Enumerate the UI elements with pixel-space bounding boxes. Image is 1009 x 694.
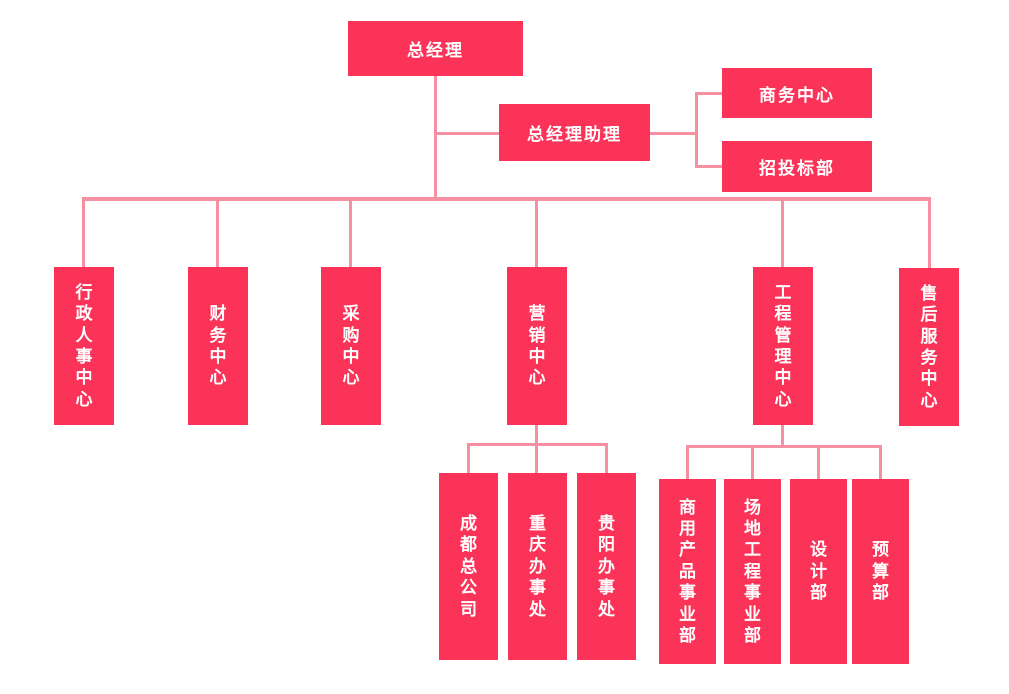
- node-business-center: 商务中心: [722, 68, 872, 118]
- node-commercial-products-division: 商用产品事业部: [659, 479, 716, 664]
- connector-drop-chengdu: [467, 443, 470, 473]
- node-after-sales-center: 售后服务中心: [899, 268, 959, 426]
- node-label: 成都总公司: [460, 513, 477, 619]
- connector-bidding-branch: [698, 165, 722, 168]
- connector-engineering-bracket: [686, 445, 882, 448]
- node-label: 预算部: [872, 540, 889, 603]
- connector-drop-admin-hr: [82, 201, 85, 267]
- node-bidding-dept: 招投标部: [722, 141, 872, 192]
- connector-drop-marketing: [535, 201, 538, 267]
- node-label: 场地工程事业部: [744, 497, 761, 646]
- node-label: 采购中心: [342, 304, 360, 388]
- node-site-engineering-division: 场地工程事业部: [724, 479, 781, 664]
- connector-drop-site-engineering: [751, 445, 754, 479]
- node-finance-center: 财务中心: [188, 267, 248, 425]
- node-label: 工程管理中心: [774, 282, 792, 409]
- connector-assistant-right: [650, 132, 698, 135]
- node-label: 招投标部: [759, 159, 835, 178]
- node-label: 售后服务中心: [920, 283, 938, 410]
- connector-engineering-trunk: [781, 425, 784, 448]
- connector-assistant-left: [434, 132, 499, 135]
- connector-gm-trunk: [434, 76, 437, 198]
- connector-drop-budget: [879, 445, 882, 479]
- node-label: 营销中心: [528, 304, 546, 388]
- node-label: 商务中心: [759, 85, 835, 105]
- node-label: 贵阳办事处: [598, 513, 615, 619]
- node-procurement-center: 采购中心: [321, 267, 381, 425]
- node-chengdu-headquarters: 成都总公司: [439, 473, 498, 660]
- node-budget-dept: 预算部: [852, 479, 909, 664]
- node-chongqing-office: 重庆办事处: [508, 473, 567, 660]
- connector-drop-engineering: [781, 201, 784, 267]
- node-general-manager: 总经理: [348, 21, 523, 76]
- node-guiyang-office: 贵阳办事处: [577, 473, 636, 660]
- node-label: 设计部: [810, 540, 827, 603]
- node-label: 行政人事中心: [75, 282, 93, 409]
- node-label: 财务中心: [209, 304, 227, 388]
- connector-drop-design: [817, 445, 820, 479]
- connector-drop-guiyang: [605, 443, 608, 473]
- connector-assistant-bracket: [695, 92, 698, 168]
- node-engineering-mgmt-center: 工程管理中心: [753, 267, 813, 425]
- node-label: 总经理助理: [527, 125, 622, 144]
- node-design-dept: 设计部: [790, 479, 847, 664]
- node-label: 商用产品事业部: [679, 497, 696, 646]
- node-label: 总经理: [407, 41, 464, 60]
- connector-drop-commercial-products: [686, 445, 689, 479]
- node-marketing-center: 营销中心: [507, 267, 567, 425]
- node-label: 重庆办事处: [529, 513, 546, 619]
- node-admin-hr-center: 行政人事中心: [54, 267, 114, 425]
- connector-drop-finance: [216, 201, 219, 267]
- connector-drop-after-sales: [928, 201, 931, 268]
- connector-drop-procurement: [349, 201, 352, 267]
- connector-main-rail: [82, 197, 931, 201]
- connector-business-branch: [698, 92, 722, 95]
- node-gm-assistant: 总经理助理: [499, 104, 650, 161]
- connector-marketing-trunk: [535, 425, 538, 473]
- connector-marketing-bracket: [467, 443, 608, 446]
